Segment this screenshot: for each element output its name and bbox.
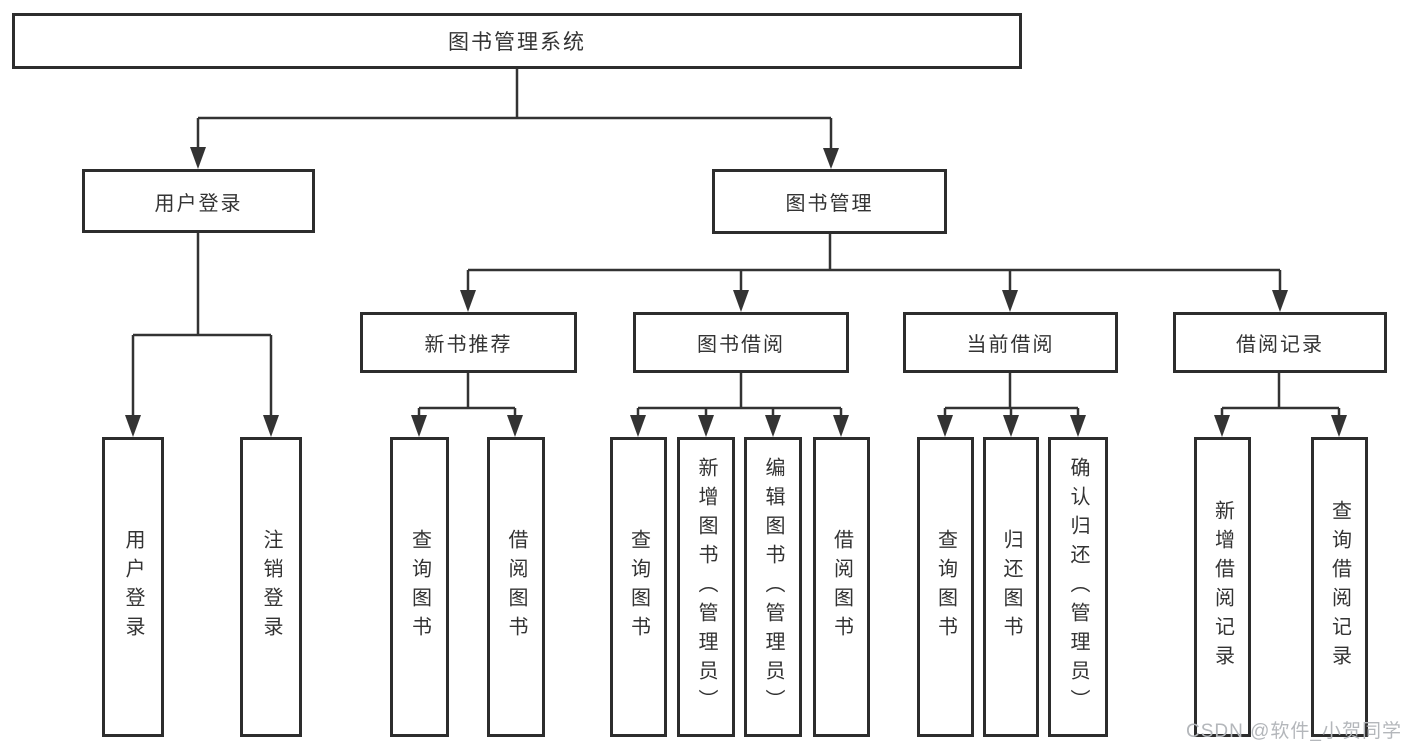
branch-node-label: 用户登录	[154, 192, 243, 215]
module-node-current-borrow: 当前借阅	[903, 312, 1118, 373]
root-node-library-system: 图书管理系统	[12, 13, 1022, 69]
leaf-node-borrow-query-books: 查询图书	[610, 437, 667, 737]
leaf-node-label: 借阅图书	[830, 529, 853, 645]
leaf-node-label: 编辑图书（管理员）	[762, 456, 784, 718]
module-node-label: 新书推荐	[424, 334, 513, 356]
leaf-node-label: 借阅图书	[505, 529, 527, 645]
branch-node-label: 图书管理	[785, 193, 874, 215]
leaf-node-borrow-borrow-books: 借阅图书	[813, 437, 870, 737]
module-node-label: 当前借阅	[966, 334, 1055, 356]
leaf-node-edit-book-admin: 编辑图书（管理员）	[744, 437, 802, 737]
leaf-node-label: 确认归还（管理员）	[1067, 456, 1089, 718]
leaf-node-label: 查询借阅记录	[1328, 500, 1351, 674]
csdn-watermark: CSDN @软件_小贺同学	[1186, 721, 1402, 742]
leaf-node-label: 查询图书	[408, 529, 431, 645]
module-node-label: 借阅记录	[1236, 334, 1324, 356]
leaf-node-label: 注销登录	[260, 529, 282, 645]
module-node-borrow-records: 借阅记录	[1173, 312, 1387, 373]
branch-node-user-login: 用户登录	[82, 169, 315, 233]
leaf-node-logout: 注销登录	[240, 437, 302, 737]
leaf-node-add-book-admin: 新增图书（管理员）	[677, 437, 735, 737]
leaf-node-query-borrow-record: 查询借阅记录	[1311, 437, 1368, 737]
leaf-node-label: 归还图书	[1000, 529, 1022, 645]
arrowheads	[125, 147, 1347, 437]
leaf-node-confirm-return-admin: 确认归还（管理员）	[1048, 437, 1108, 737]
leaf-node-return-book: 归还图书	[983, 437, 1039, 737]
leaf-node-current-query-books: 查询图书	[917, 437, 974, 737]
leaf-node-label: 新增借阅记录	[1211, 500, 1234, 674]
root-node-label: 图书管理系统	[448, 31, 586, 54]
module-node-new-book-recommend: 新书推荐	[360, 312, 577, 373]
leaf-node-recommend-query-books: 查询图书	[390, 437, 449, 737]
module-node-book-borrow: 图书借阅	[633, 312, 849, 373]
leaf-node-add-borrow-record: 新增借阅记录	[1194, 437, 1251, 737]
leaf-node-label: 新增图书（管理员）	[695, 456, 717, 718]
leaf-node-label: 查询图书	[934, 529, 957, 645]
branch-node-book-management: 图书管理	[712, 169, 947, 234]
leaf-node-user-login: 用户登录	[102, 437, 164, 737]
leaf-node-label: 查询图书	[627, 529, 650, 645]
module-node-label: 图书借阅	[697, 334, 785, 356]
leaf-node-recommend-borrow-books: 借阅图书	[487, 437, 545, 737]
leaf-node-label: 用户登录	[122, 529, 144, 645]
